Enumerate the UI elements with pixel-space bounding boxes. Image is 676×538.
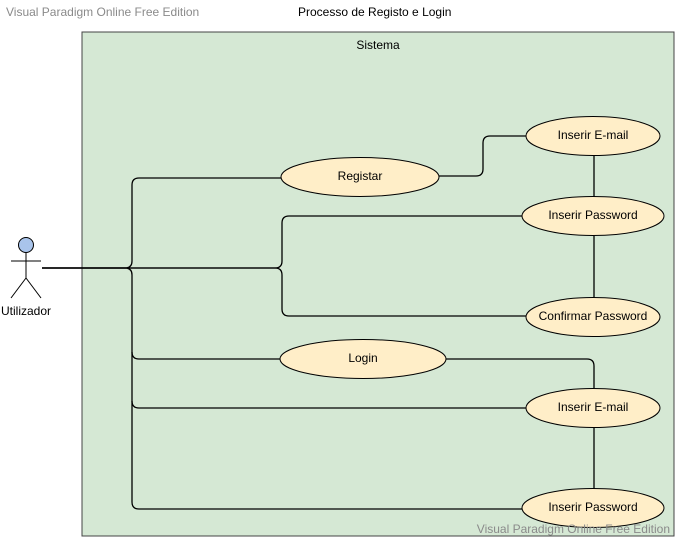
link-registar-email bbox=[439, 135, 526, 177]
use-case-inserir-password-2[interactable]: Inserir Password bbox=[521, 488, 665, 528]
actor-leg-left bbox=[10, 277, 27, 299]
use-case-inserir-email-1[interactable]: Inserir E-mail bbox=[525, 116, 661, 156]
use-case-label: Inserir E-mail bbox=[558, 128, 629, 142]
use-case-inserir-email-2[interactable]: Inserir E-mail bbox=[525, 388, 661, 428]
actor-label: Utilizador bbox=[1, 304, 51, 318]
link-login-email bbox=[446, 358, 595, 388]
connectors bbox=[42, 135, 595, 510]
use-case-shape bbox=[280, 157, 440, 197]
use-case-label: Confirmar Password bbox=[539, 309, 648, 323]
watermark-top: Visual Paradigm Online Free Edition bbox=[6, 5, 199, 19]
use-case-label: Inserir Password bbox=[548, 500, 637, 514]
use-case-shape bbox=[521, 488, 665, 528]
use-case-shape bbox=[279, 339, 447, 379]
system-boundary[interactable] bbox=[81, 31, 675, 537]
link-actor-password-1 bbox=[42, 215, 523, 269]
use-case-shape bbox=[525, 297, 661, 337]
link-actor-password-2 bbox=[131, 401, 523, 510]
use-case-shape bbox=[525, 116, 661, 156]
system-label: Sistema bbox=[356, 38, 400, 52]
use-case-label: Inserir Password bbox=[548, 208, 637, 222]
link-actor-confirmar bbox=[42, 267, 527, 317]
watermark-bottom: Visual Paradigm Online Free Edition bbox=[477, 522, 670, 536]
use-case-shape bbox=[525, 388, 661, 428]
use-case-shape bbox=[521, 196, 665, 236]
use-case-label: Registar bbox=[338, 169, 383, 183]
use-case-inserir-password-1[interactable]: Inserir Password bbox=[521, 196, 665, 236]
link-actor-login bbox=[42, 267, 281, 360]
use-case-label: Inserir E-mail bbox=[558, 400, 629, 414]
actor-head bbox=[18, 237, 34, 253]
diagram-title: Processo de Registo e Login bbox=[298, 5, 451, 19]
actor-leg-right bbox=[25, 277, 42, 299]
use-case-confirmar-password[interactable]: Confirmar Password bbox=[525, 297, 661, 337]
use-case-login[interactable]: Login bbox=[279, 339, 447, 379]
use-case-label: Login bbox=[348, 351, 377, 365]
use-case-registar[interactable]: Registar bbox=[280, 157, 440, 197]
actor-utilizador[interactable]: Utilizador bbox=[1, 237, 51, 319]
